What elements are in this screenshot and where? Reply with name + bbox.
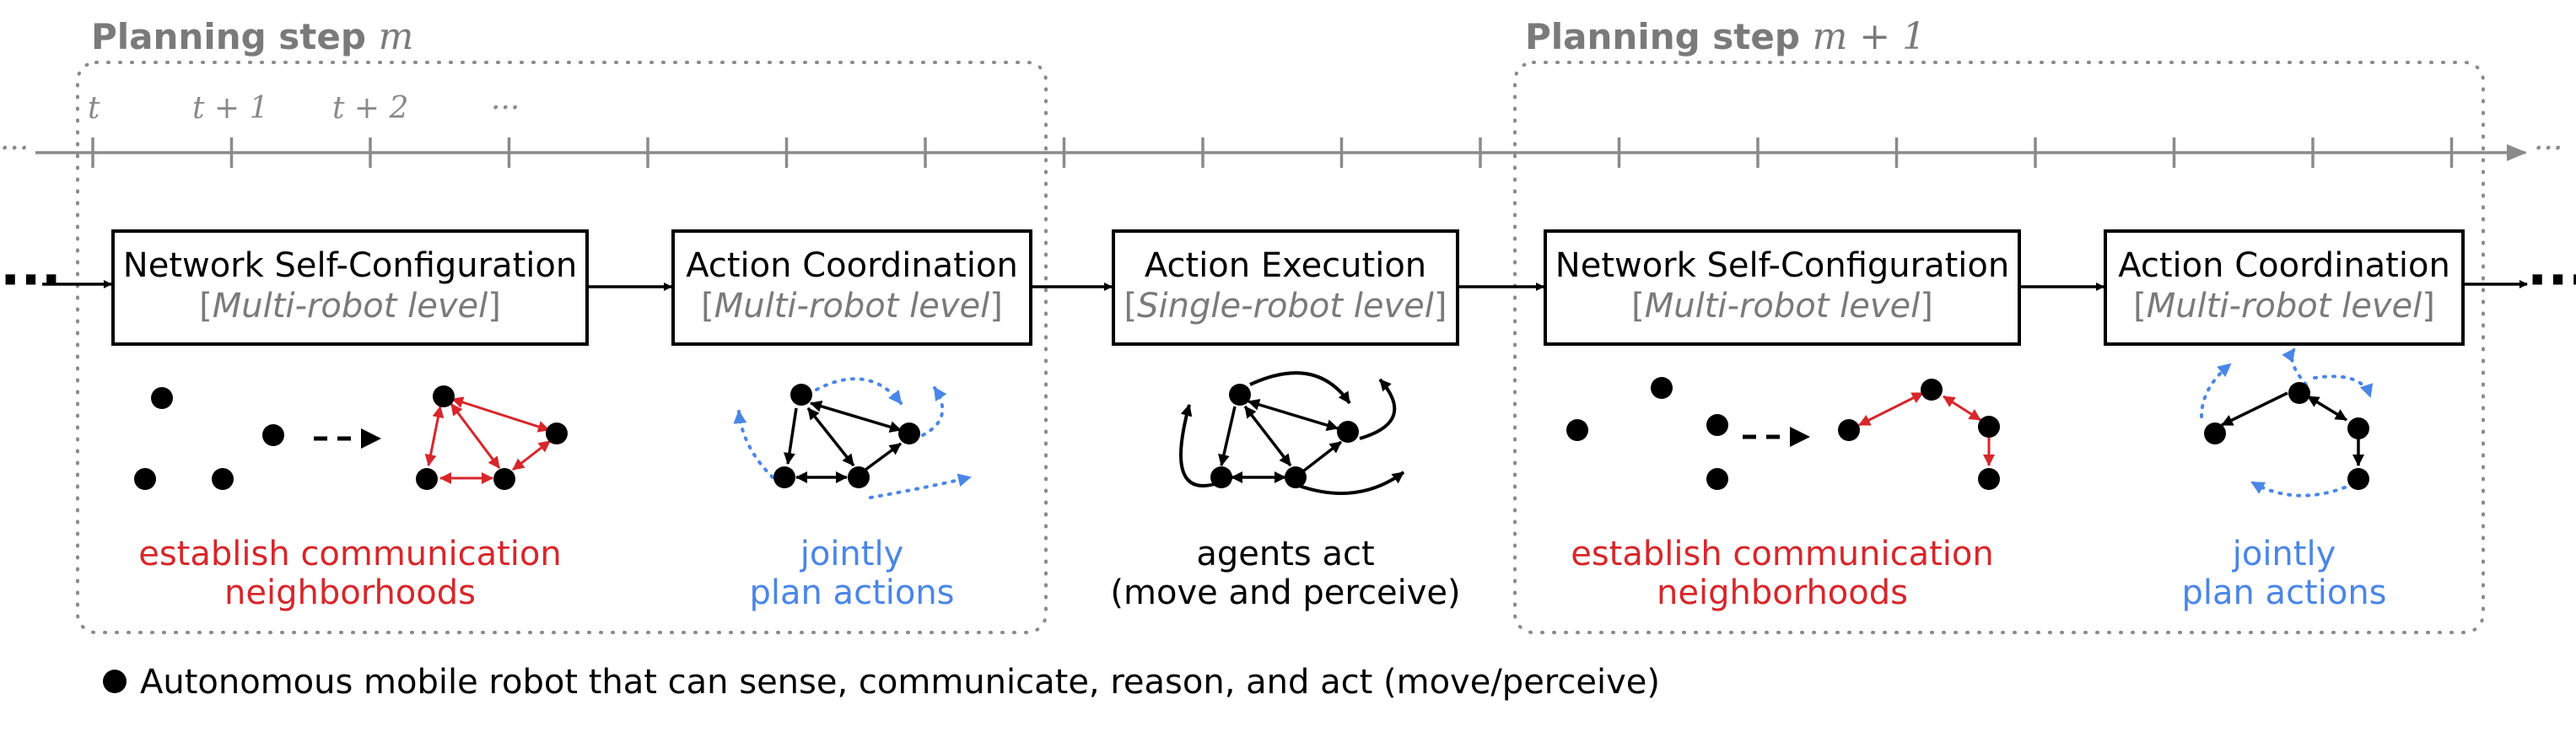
illustration-network-config-2 (1566, 377, 2000, 490)
caption-network-config-2-line1: establish communication (1571, 535, 1994, 573)
caption-coordination-1-line2: plan actions (749, 573, 954, 612)
caption-network-config-1-line1: establish communication (138, 535, 562, 573)
caption-coordination-2-line2: plan actions (2181, 573, 2386, 612)
planning-step-title-m: Planning step m (91, 15, 413, 58)
stage-box-network-config-2: Network Self-Configuration [Multi-robot … (1544, 229, 2021, 346)
stage-level: [Multi-robot level] (199, 287, 501, 326)
stage-box-action-coordination-2: Action Coordination [Multi-robot level] (2104, 229, 2465, 346)
stage-name: Action Coordination (686, 246, 1018, 285)
time-label-t: t (88, 91, 100, 126)
planning-frame-m1 (1513, 61, 2485, 634)
stage-name: Action Coordination (2118, 246, 2450, 285)
time-label-ellipsis: ··· (491, 91, 520, 126)
stage-box-network-config-1: Network Self-Configuration [Multi-robot … (111, 229, 589, 346)
illustration-network-config-1 (134, 385, 568, 490)
stage-name: Action Execution (1145, 246, 1426, 285)
caption-coordination-2-line1: jointly (2232, 535, 2336, 573)
stage-level: [Multi-robot level] (701, 287, 1003, 326)
stage-name: Network Self-Configuration (123, 246, 577, 285)
flow-ellipsis-right: ··· (2527, 250, 2576, 312)
timeline-ellipsis-left: ··· (0, 132, 29, 166)
planning-step-title-m1: Planning step m + 1 (1525, 15, 1926, 58)
caption-network-config-1-line2: neighborhoods (224, 573, 476, 612)
stage-name: Network Self-Configuration (1555, 246, 2009, 285)
planning-frame-m (76, 61, 1048, 634)
legend-text: Autonomous mobile robot that can sense, … (140, 663, 1660, 702)
timeline-ellipsis-right: ··· (2534, 132, 2563, 166)
flow-ellipsis-left: ··· (0, 250, 62, 312)
time-label-t2: t + 2 (332, 91, 408, 126)
caption-coordination-1-line1: jointly (800, 535, 904, 573)
caption-execution-line1: agents act (1196, 535, 1374, 573)
robot-dot-icon (103, 670, 127, 693)
stage-level: [Single-robot level] (1124, 287, 1447, 326)
caption-execution-line2: (move and perceive) (1110, 573, 1460, 612)
stage-level: [Multi-robot level] (1631, 287, 1933, 326)
illustration-coordination-1 (733, 377, 972, 499)
illustration-coordination-2 (2200, 347, 2374, 498)
stage-box-action-execution: Action Execution [Single-robot level] (1112, 229, 1459, 346)
stage-box-action-coordination-1: Action Coordination [Multi-robot level] (671, 229, 1032, 346)
timeline-ticks (91, 137, 2454, 168)
stage-level: [Multi-robot level] (2133, 287, 2435, 326)
caption-network-config-2-line2: neighborhoods (1657, 573, 1908, 612)
time-label-t1: t + 1 (192, 91, 268, 126)
illustration-execution (1179, 371, 1405, 495)
